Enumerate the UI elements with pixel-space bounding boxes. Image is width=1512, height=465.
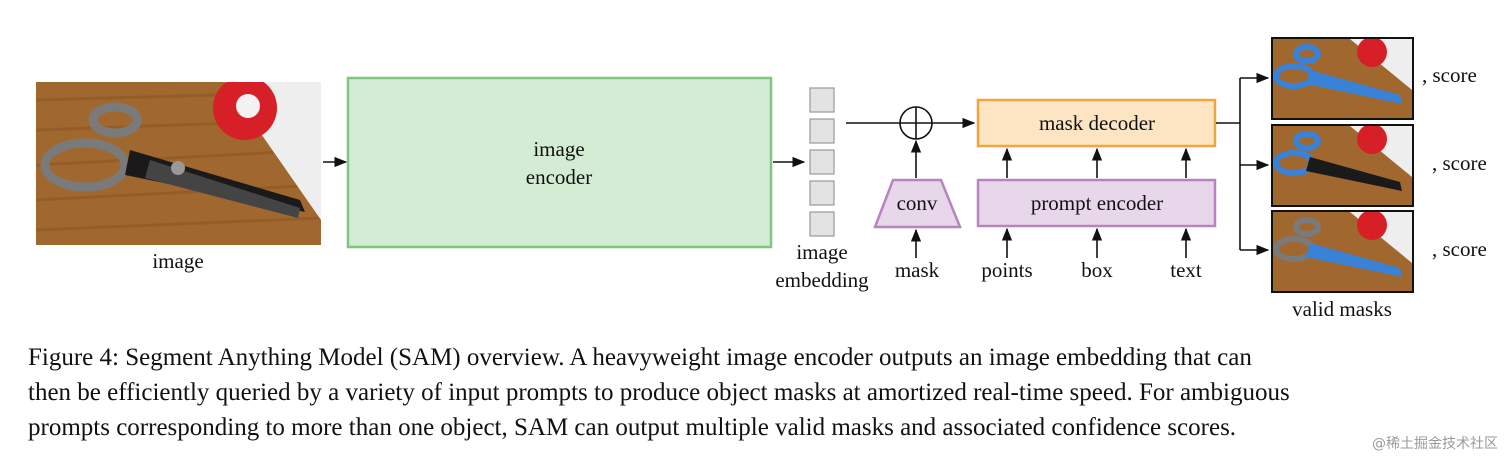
watermark: @稀土掘金技术社区 bbox=[1372, 436, 1498, 452]
input-image bbox=[36, 82, 321, 245]
output-mask-2 bbox=[1271, 124, 1414, 207]
input-image-label: image bbox=[152, 249, 203, 273]
prompt-box-label: box bbox=[1081, 258, 1113, 282]
image-encoder-label-2: encoder bbox=[526, 165, 592, 189]
prompt-points-label: points bbox=[981, 258, 1032, 282]
image-encoder-label-1: image bbox=[533, 137, 584, 161]
mask-input-label: mask bbox=[895, 258, 940, 282]
score-label-1: , score bbox=[1422, 63, 1477, 87]
image-encoder-block bbox=[346, 76, 773, 249]
caption-line-2: then be efficiently queried by a variety… bbox=[28, 379, 1290, 406]
valid-masks-label: valid masks bbox=[1292, 297, 1392, 321]
sum-node bbox=[899, 106, 933, 140]
figure-caption: Figure 4: Segment Anything Model (SAM) o… bbox=[28, 340, 1503, 445]
conv-block bbox=[873, 178, 962, 229]
conv-label: conv bbox=[897, 191, 938, 215]
output-mask-3 bbox=[1271, 210, 1414, 293]
embedding-label-2: embedding bbox=[775, 268, 869, 292]
mask-decoder-block bbox=[976, 98, 1217, 148]
embedding-label-1: image bbox=[796, 240, 847, 264]
caption-line-3: prompts corresponding to more than one o… bbox=[28, 414, 1237, 441]
caption-line-1: Figure 4: Segment Anything Model (SAM) o… bbox=[28, 344, 1252, 371]
score-label-3: , score bbox=[1432, 237, 1487, 261]
image-embedding-stack bbox=[809, 87, 835, 237]
prompt-encoder-block bbox=[976, 178, 1217, 228]
prompt-encoder-label: prompt encoder bbox=[1031, 191, 1163, 215]
output-mask-1 bbox=[1271, 37, 1414, 120]
prompt-text-label: text bbox=[1170, 258, 1202, 282]
sam-diagram: image image encoder image embedding conv… bbox=[36, 37, 1487, 321]
score-label-2: , score bbox=[1432, 151, 1487, 175]
mask-decoder-label: mask decoder bbox=[1039, 111, 1155, 135]
